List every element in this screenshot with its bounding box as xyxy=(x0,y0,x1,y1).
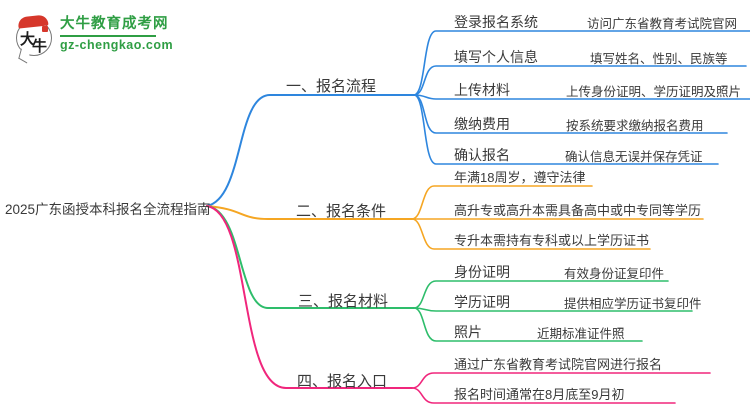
node-entry-website: 通过广东省教育考试院官网进行报名 xyxy=(454,354,662,373)
node-label: 学历证明 xyxy=(454,294,510,310)
node-desc: 近期标准证件照 xyxy=(537,327,625,341)
logo-divider xyxy=(60,35,156,37)
root-topic: 2025广东函授本科报名全流程指南 xyxy=(5,202,211,217)
branch-conditions-title: 二、报名条件 xyxy=(296,203,387,220)
branch-entry-lines xyxy=(206,205,711,404)
node-label: 通过广东省教育考试院官网进行报名 xyxy=(454,357,663,372)
node-age-requirement: 年满18周岁，遵守法律 xyxy=(454,167,585,186)
node-label: 照片 xyxy=(454,324,482,340)
node-desc: 提供相应学历证书复印件 xyxy=(564,297,702,311)
node-photo: 照片 近期标准证件照 xyxy=(454,322,625,342)
branch-conditions-lines xyxy=(206,185,704,250)
node-label: 缴纳费用 xyxy=(454,116,510,132)
node-label: 高升专或高升本需具备高中或中专同等学历 xyxy=(454,203,702,218)
node-label: 填写个人信息 xyxy=(454,49,538,65)
site-logo: 大 牛 大牛教育成考网 gz-chengkao.com xyxy=(16,12,173,64)
node-entry-time: 报名时间通常在8月底至9月初 xyxy=(454,384,624,403)
node-label: 登录报名系统 xyxy=(454,14,538,30)
logo-badge-char2: 牛 xyxy=(32,38,48,55)
node-highschool-requirement: 高升专或高升本需具备高中或中专同等学历 xyxy=(454,200,701,219)
node-fill-info: 填写个人信息 填写姓名、性别、民族等 xyxy=(454,47,728,67)
node-college-requirement: 专升本需持有专科或以上学历证书 xyxy=(454,230,649,249)
node-pay-fee: 缴纳费用 按系统要求缴纳报名费用 xyxy=(454,114,704,134)
branch-process-title: 一、报名流程 xyxy=(286,78,377,95)
logo-badge-char1: 大 xyxy=(20,31,36,48)
node-label: 上传材料 xyxy=(454,82,510,98)
node-id-proof: 身份证明 有效身份证复印件 xyxy=(454,262,664,282)
node-desc: 上传身份证明、学历证明及照片 xyxy=(566,85,742,99)
logo-seal-icon xyxy=(42,26,48,32)
node-upload-materials: 上传材料 上传身份证明、学历证明及照片 xyxy=(454,80,741,100)
logo-icon: 大 牛 xyxy=(16,14,52,64)
logo-text: 大牛教育成考网 gz-chengkao.com xyxy=(60,12,173,52)
logo-url: gz-chengkao.com xyxy=(60,37,174,52)
node-label: 年满18周岁，遵守法律 xyxy=(454,170,586,185)
node-desc: 访问广东省教育考试院官网 xyxy=(587,17,738,31)
node-login-system: 登录报名系统 访问广东省教育考试院官网 xyxy=(454,12,737,32)
node-desc: 确认信息无误并保存凭证 xyxy=(565,150,703,164)
node-label: 专升本需持有专科或以上学历证书 xyxy=(454,233,650,248)
branch-entry-title: 四、报名入口 xyxy=(297,373,388,390)
branch-materials-title: 三、报名材料 xyxy=(298,293,389,310)
node-desc: 有效身份证复印件 xyxy=(564,267,665,281)
node-education-proof: 学历证明 提供相应学历证书复印件 xyxy=(454,292,702,312)
branch-process-lines xyxy=(206,30,750,207)
node-desc: 填写姓名、性别、民族等 xyxy=(590,52,728,66)
logo-title: 大牛教育成考网 xyxy=(60,16,169,32)
node-desc: 按系统要求缴纳报名费用 xyxy=(566,119,704,133)
node-confirm-registration: 确认报名 确认信息无误并保存凭证 xyxy=(454,145,703,165)
node-label: 确认报名 xyxy=(454,147,510,163)
node-label: 身份证明 xyxy=(454,264,510,280)
node-label: 报名时间通常在8月底至9月初 xyxy=(454,387,625,402)
